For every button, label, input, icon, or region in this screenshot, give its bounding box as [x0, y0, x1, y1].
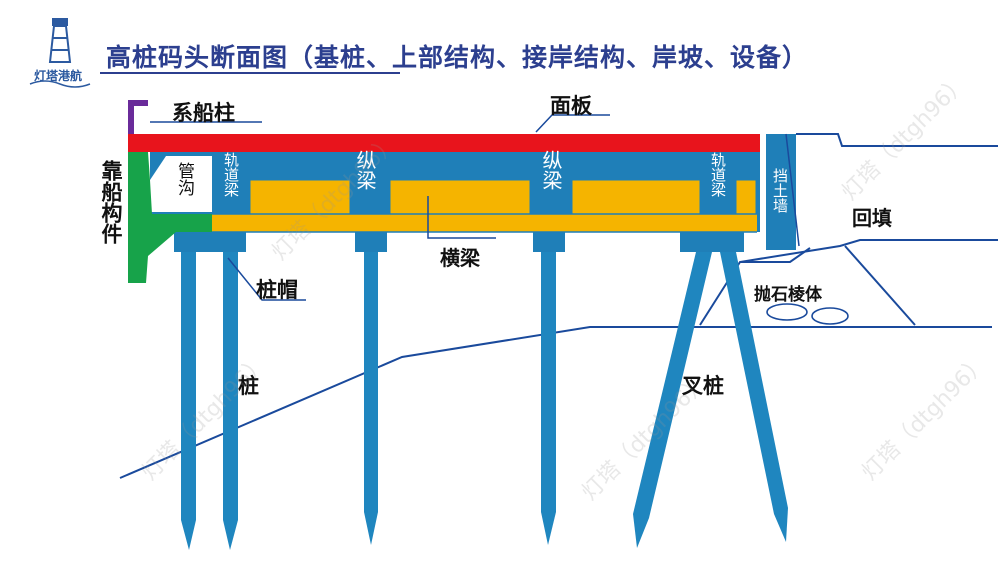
pile-cap	[533, 232, 565, 252]
pipe-trench	[150, 156, 212, 212]
retaining-wall-label: 挡土墙	[771, 168, 789, 213]
batter-pile-right	[720, 252, 788, 542]
wall-batter-line	[785, 133, 800, 247]
bollard-head	[128, 100, 148, 106]
bollard	[128, 100, 134, 134]
backfill-label: 回填	[852, 206, 892, 230]
pile-label: 桩	[238, 374, 259, 398]
pile	[364, 252, 378, 545]
rail-beam-label-right: 轨道梁	[709, 152, 727, 197]
pile-group	[181, 252, 788, 550]
retaining-wall	[766, 134, 796, 250]
longitudinal-beam-panels	[249, 179, 757, 215]
page-title: 高桩码头断面图（基桩、上部结构、接岸结构、岸坡、设备）	[106, 43, 809, 72]
fender-label: 靠船构件	[99, 160, 123, 244]
pile-cap-label: 桩帽	[256, 278, 298, 302]
leader-lines	[150, 114, 610, 301]
deck-panel-label: 面板	[550, 94, 592, 118]
longitudinal-beam-label-right: 纵梁	[539, 150, 563, 190]
pile	[541, 252, 556, 545]
longitudinal-beam-label-left: 纵梁	[353, 150, 377, 190]
rubble-prism-label: 抛石棱体	[754, 285, 822, 305]
rail-beam-label-left: 轨道梁	[222, 152, 240, 197]
pile-cap	[355, 232, 387, 252]
cross-beam	[212, 214, 757, 232]
seabed-and-slope-lines	[119, 239, 998, 479]
backfill-boundary	[796, 133, 998, 147]
batter-pile-label: 叉桩	[682, 374, 724, 398]
bollard-label: 系船柱	[172, 101, 235, 125]
lighthouse-logo-icon	[29, 18, 91, 88]
fender-member	[128, 152, 212, 283]
cross-beam-label: 横梁	[440, 246, 480, 270]
pile-caps	[174, 232, 744, 252]
pile-cap	[174, 232, 246, 252]
deck-panel	[128, 134, 760, 152]
pile	[223, 252, 238, 550]
pile	[181, 252, 196, 550]
pipe-trench-label: 管沟	[174, 162, 194, 196]
logo-text: 灯塔港航	[34, 69, 83, 83]
rubble-stones	[766, 303, 849, 325]
batter-pile-left	[633, 252, 712, 548]
title-underline	[100, 72, 400, 74]
pile-cap	[680, 232, 744, 252]
